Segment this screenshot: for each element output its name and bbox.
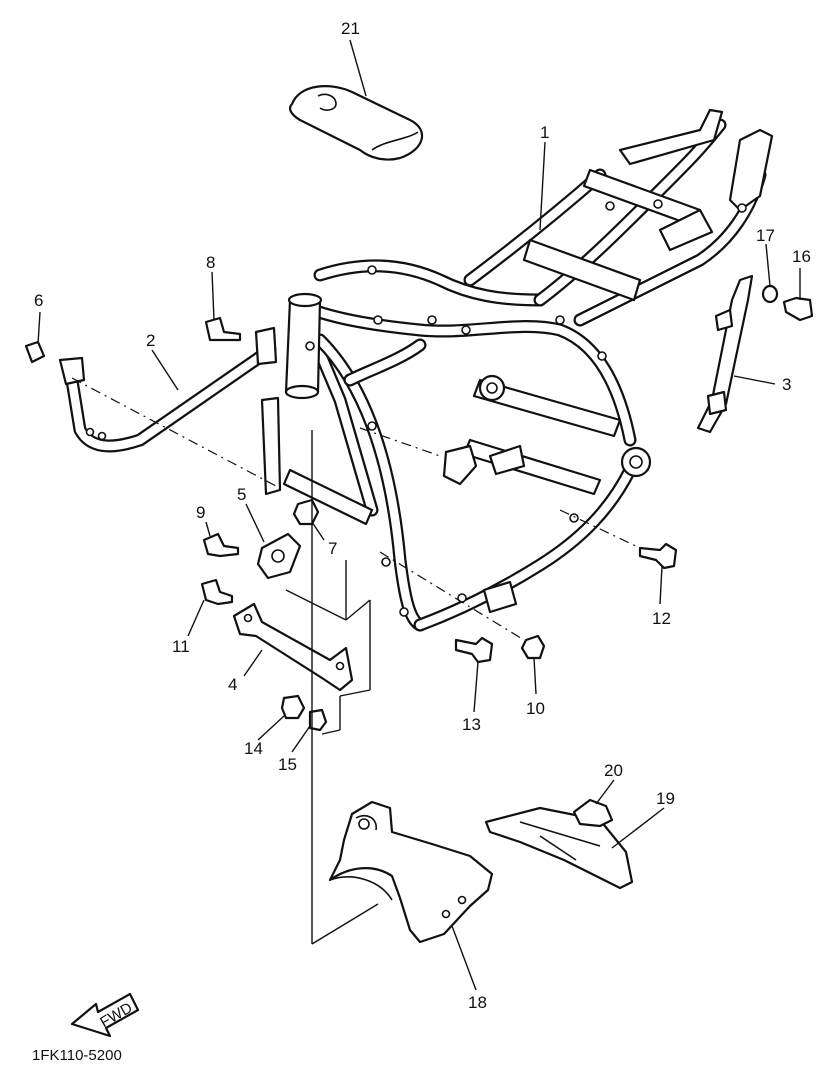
callout-20: 20	[604, 761, 623, 780]
fwd-arrow-icon: FWD	[70, 992, 140, 1038]
part-21-cover	[289, 39, 424, 161]
assembly-lines	[71, 377, 641, 945]
callout-17: 17	[756, 226, 775, 245]
part-10-nut	[520, 634, 546, 695]
callout-19: 19	[656, 789, 675, 808]
callout-10: 10	[526, 699, 545, 718]
callout-6: 6	[34, 291, 43, 310]
part-6-bolt	[24, 311, 46, 364]
part-18-lower-cover	[328, 800, 494, 991]
callout-labels: 21 1 8 6 2 17 16 3 5 9 7 11 12 4 10 13 1…	[34, 19, 811, 1012]
part-12-bolt	[638, 542, 678, 605]
callout-13: 13	[462, 715, 481, 734]
part-14-nut	[257, 694, 306, 741]
callout-16: 16	[792, 247, 811, 266]
callout-11: 11	[172, 637, 190, 656]
part-4-engine-mount	[232, 602, 354, 692]
part-8-bolt	[204, 271, 242, 342]
part-2-front-downtube	[58, 326, 278, 453]
part-20-clip	[572, 779, 615, 828]
callout-7: 7	[328, 539, 337, 558]
callout-4: 4	[228, 675, 237, 694]
drawing-code: 1FK110-5200	[32, 1047, 122, 1064]
callout-21: 21	[341, 19, 360, 38]
part-19-guard	[484, 806, 665, 890]
callout-3: 3	[782, 375, 791, 394]
part-5-plate	[245, 503, 302, 580]
part-9-bolt	[202, 521, 240, 558]
callout-15: 15	[278, 755, 297, 774]
part-15-nut	[291, 708, 328, 753]
callout-12: 12	[652, 609, 671, 628]
callout-18: 18	[468, 993, 487, 1012]
callout-14: 14	[244, 739, 263, 758]
part-7-nut	[292, 498, 325, 541]
callout-1: 1	[540, 123, 549, 142]
callout-8: 8	[206, 253, 215, 272]
part-3-rear-bracket	[696, 274, 776, 434]
callout-5: 5	[237, 485, 246, 504]
part-13-bolt	[454, 636, 494, 713]
part-11-bolt	[187, 578, 234, 637]
callout-9: 9	[196, 503, 205, 522]
part-17-washer	[761, 243, 779, 304]
part-1-main-frame	[260, 108, 774, 632]
part-16-bolt	[782, 268, 814, 322]
callout-2: 2	[146, 331, 155, 350]
